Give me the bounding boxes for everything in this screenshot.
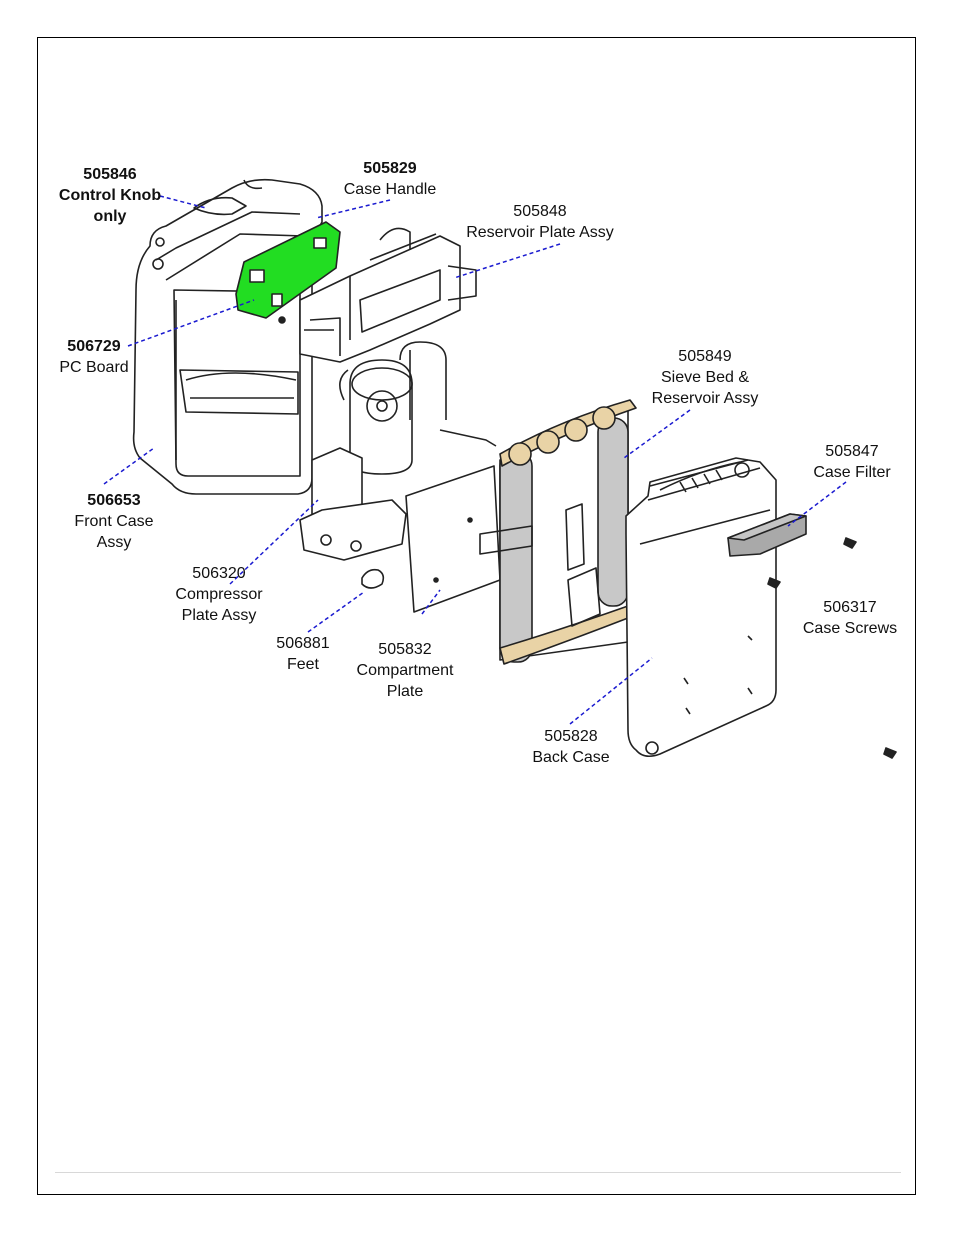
callout-case-screws: 506317 Case Screws — [796, 597, 904, 639]
part-name: Case Filter — [813, 464, 891, 481]
part-name: Compartment — [356, 662, 454, 679]
part-number: 505849 — [678, 348, 732, 365]
callout-compartment-plate: 505832 Compartment Plate — [348, 639, 462, 702]
leader-lines — [103, 195, 847, 725]
part-name: Back Case — [532, 749, 610, 766]
feet-drawing — [361, 568, 385, 589]
part-number: 505829 — [363, 160, 417, 177]
callout-control-knob: 505846 Control Knob only — [56, 164, 164, 227]
part-name: Reservoir Assy — [651, 390, 759, 407]
pc-board-drawing — [235, 221, 341, 324]
part-name: Reservoir Plate Assy — [466, 224, 614, 241]
part-number: 505846 — [83, 166, 137, 183]
part-name: Case Screws — [802, 620, 898, 637]
back-case-drawing — [625, 457, 777, 758]
reservoir-plate-drawing — [299, 227, 477, 363]
callout-front-case: 506653 Front Case Assy — [64, 490, 164, 553]
callout-feet: 506881 Feet — [266, 633, 340, 675]
part-name: Plate Assy — [181, 607, 257, 624]
callout-case-handle: 505829 Case Handle — [332, 158, 448, 200]
part-number: 506320 — [192, 565, 246, 582]
compartment-plate-drawing — [405, 465, 501, 613]
footer-divider — [55, 1172, 901, 1173]
part-name: Plate — [386, 683, 424, 700]
page-border — [37, 37, 916, 1195]
part-name: Sieve Bed & — [660, 369, 750, 386]
part-name: Front Case — [74, 513, 154, 530]
part-name: PC Board — [59, 359, 129, 376]
part-name: only — [93, 208, 127, 225]
part-name: Control Knob — [58, 187, 162, 204]
part-number: 506729 — [67, 338, 121, 355]
part-number: 506881 — [276, 635, 330, 652]
callout-sieve-bed: 505849 Sieve Bed & Reservoir Assy — [640, 346, 770, 409]
part-number: 505828 — [544, 728, 598, 745]
compressor-plate-drawing — [299, 341, 497, 561]
callout-pc-board: 506729 PC Board — [50, 336, 138, 378]
part-name: Case Handle — [343, 181, 437, 198]
part-number: 505847 — [825, 443, 879, 460]
part-number: 505848 — [513, 203, 567, 220]
case-screws-drawing — [767, 537, 897, 759]
part-name: Feet — [286, 656, 319, 673]
case-filter-drawing — [727, 513, 807, 557]
part-name: Compressor — [175, 586, 263, 603]
sieve-bed-drawing — [479, 399, 637, 665]
callout-compressor-plate: 506320 Compressor Plate Assy — [164, 563, 274, 626]
part-number: 506317 — [823, 599, 877, 616]
part-number: 506653 — [87, 492, 141, 509]
callout-back-case: 505828 Back Case — [522, 726, 620, 768]
callout-reservoir-plate: 505848 Reservoir Plate Assy — [454, 201, 626, 243]
callout-case-filter: 505847 Case Filter — [804, 441, 900, 483]
part-name: Assy — [96, 534, 132, 551]
part-number: 505832 — [378, 641, 432, 658]
